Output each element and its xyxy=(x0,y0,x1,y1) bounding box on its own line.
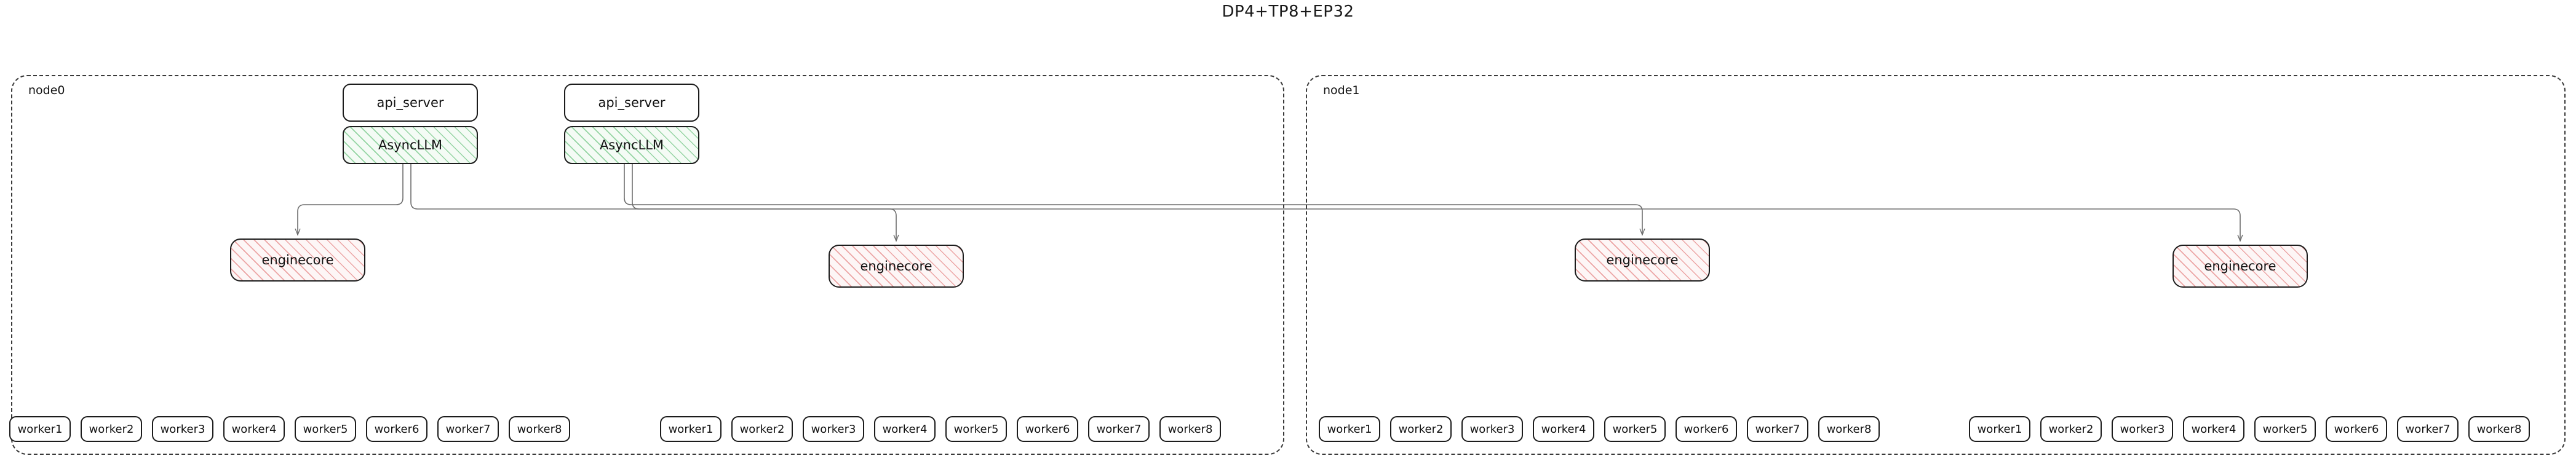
worker-box[interactable]: worker7 xyxy=(1088,416,1150,442)
worker-box[interactable]: worker5 xyxy=(1604,416,1666,442)
worker-box[interactable]: worker4 xyxy=(874,416,936,442)
node-container-node0: node0 xyxy=(11,75,1284,455)
worker-box[interactable]: worker7 xyxy=(437,416,499,442)
asyncllm-box-1[interactable]: AsyncLLM xyxy=(564,126,699,164)
worker-box[interactable]: worker4 xyxy=(1533,416,1594,442)
worker-box[interactable]: worker7 xyxy=(1747,416,1808,442)
node-container-node1: node1 xyxy=(1306,75,2566,455)
worker-box[interactable]: worker8 xyxy=(2468,416,2530,442)
enginecore-box-2[interactable]: enginecore xyxy=(1575,238,1710,282)
worker-box[interactable]: worker1 xyxy=(9,416,71,442)
api-server-box-1[interactable]: api_server xyxy=(564,84,699,122)
worker-box[interactable]: worker5 xyxy=(295,416,356,442)
api-server-box-0[interactable]: api_server xyxy=(343,84,478,122)
worker-box[interactable]: worker2 xyxy=(731,416,793,442)
worker-box[interactable]: worker3 xyxy=(2112,416,2173,442)
worker-box[interactable]: worker6 xyxy=(366,416,427,442)
worker-box[interactable]: worker1 xyxy=(1319,416,1380,442)
worker-box[interactable]: worker3 xyxy=(803,416,864,442)
worker-box[interactable]: worker4 xyxy=(223,416,285,442)
worker-box[interactable]: worker6 xyxy=(1676,416,1737,442)
node-label-node1: node1 xyxy=(1323,84,1360,97)
enginecore-box-1[interactable]: enginecore xyxy=(829,245,964,288)
asyncllm-box-0[interactable]: AsyncLLM xyxy=(343,126,478,164)
enginecore-box-0[interactable]: enginecore xyxy=(230,238,365,282)
page-title: DP4+TP8+EP32 xyxy=(1222,2,1354,21)
node-label-node0: node0 xyxy=(28,84,65,97)
worker-box[interactable]: worker5 xyxy=(2254,416,2316,442)
enginecore-box-3[interactable]: enginecore xyxy=(2173,245,2308,288)
worker-box[interactable]: worker2 xyxy=(2040,416,2102,442)
worker-box[interactable]: worker7 xyxy=(2397,416,2459,442)
worker-box[interactable]: worker6 xyxy=(1017,416,1078,442)
worker-box[interactable]: worker6 xyxy=(2326,416,2387,442)
worker-box[interactable]: worker2 xyxy=(1390,416,1452,442)
worker-box[interactable]: worker4 xyxy=(2183,416,2244,442)
worker-box[interactable]: worker3 xyxy=(152,416,213,442)
worker-box[interactable]: worker8 xyxy=(1159,416,1221,442)
worker-box[interactable]: worker3 xyxy=(1461,416,1523,442)
worker-box[interactable]: worker2 xyxy=(81,416,142,442)
worker-box[interactable]: worker1 xyxy=(660,416,722,442)
worker-box[interactable]: worker1 xyxy=(1969,416,2030,442)
worker-box[interactable]: worker5 xyxy=(945,416,1007,442)
worker-box[interactable]: worker8 xyxy=(1818,416,1880,442)
worker-box[interactable]: worker8 xyxy=(509,416,570,442)
